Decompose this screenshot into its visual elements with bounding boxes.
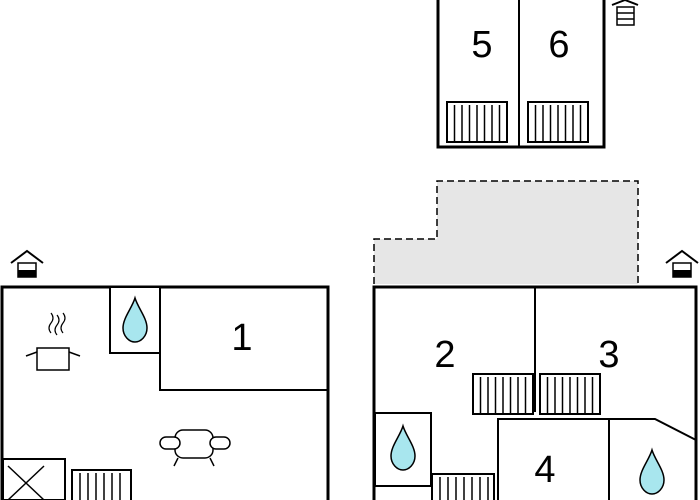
house-entrance-icon bbox=[665, 250, 699, 278]
bed-icon bbox=[539, 373, 601, 415]
room-number-1: 1 bbox=[231, 317, 252, 359]
bed-icon bbox=[446, 101, 508, 143]
room-number-6: 6 bbox=[548, 24, 569, 66]
right-building bbox=[372, 285, 698, 500]
upper-building bbox=[436, 0, 639, 149]
room-number-3: 3 bbox=[598, 334, 619, 376]
room-number-4: 4 bbox=[534, 449, 555, 491]
bed-icon bbox=[431, 473, 495, 500]
fireplace-icon bbox=[611, 0, 639, 26]
bed-icon bbox=[527, 101, 589, 143]
left-building bbox=[0, 285, 330, 500]
room-number-5: 5 bbox=[471, 24, 492, 66]
room-number-2: 2 bbox=[434, 334, 455, 376]
house-entrance-icon bbox=[10, 250, 44, 278]
bed-icon bbox=[472, 373, 534, 415]
bed-icon bbox=[71, 469, 132, 500]
terrace bbox=[373, 180, 639, 284]
sofa-icon bbox=[159, 429, 231, 467]
cooking-pot-icon bbox=[25, 312, 81, 371]
